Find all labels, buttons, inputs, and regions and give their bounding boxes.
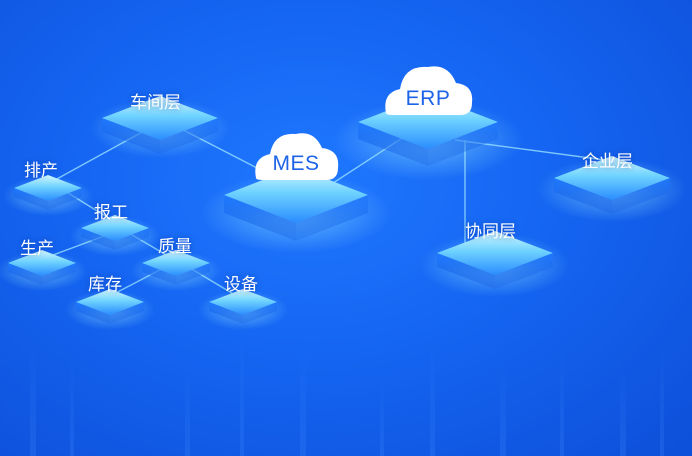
workshop-label: 车间层 [130, 93, 181, 113]
tile-enterprise [537, 156, 687, 222]
tile-quality [131, 250, 221, 291]
mes-cloud-icon: MES [255, 133, 339, 180]
tile-production [0, 250, 87, 291]
reporting-label: 报工 [94, 203, 128, 223]
mes-label: MES [272, 152, 319, 175]
tile-reporting [70, 215, 160, 256]
tile-equipment [198, 289, 288, 330]
production-label: 生产 [20, 239, 54, 259]
equipment-label: 设备 [224, 275, 258, 295]
enterprise-label: 企业层 [582, 152, 633, 172]
erp-cloud-icon: ERP [385, 66, 473, 115]
tile-inventory [65, 289, 155, 330]
collaboration-label: 协同层 [465, 222, 516, 242]
scheduling-label: 排产 [24, 161, 58, 181]
tile-collaboration [420, 231, 570, 297]
erp-label: ERP [406, 87, 451, 110]
tile-workshop [90, 96, 230, 158]
background-bars [30, 330, 664, 456]
quality-label: 质量 [158, 237, 192, 257]
inventory-label: 库存 [88, 275, 122, 295]
tile-mes [201, 167, 391, 253]
tile-scheduling [3, 175, 93, 216]
